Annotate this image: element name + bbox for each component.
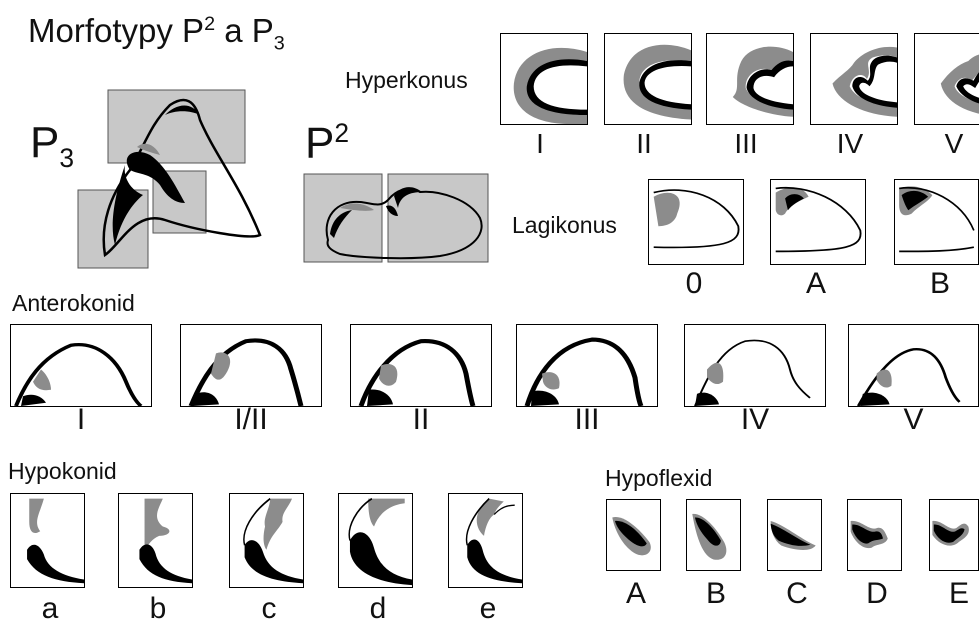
anterokonid-label: II <box>412 403 430 436</box>
p3-label: P3 <box>30 118 75 173</box>
hypokonid-morphotype-5 <box>448 493 523 588</box>
p2-tooth-overview <box>303 173 489 263</box>
hyperkonus-label: III <box>734 128 758 159</box>
hypokonid-morphotype-3 <box>229 493 304 588</box>
section-label-hypokonid: Hypokonid <box>8 458 117 484</box>
lagikonus-label: 0 <box>685 267 703 300</box>
hypoflexid-morphotype-5 <box>929 499 979 571</box>
hypoflexid-label: D <box>866 577 888 610</box>
hyperkonus-label: V <box>944 128 964 159</box>
hypokonid-label: b <box>149 592 167 625</box>
anterokonid-label: V <box>903 403 924 436</box>
section-label-lagikonus: Lagikonus <box>512 212 617 238</box>
hypokonid-label: d <box>369 592 387 625</box>
anterokonid-label: I/II <box>234 403 268 436</box>
hypokonid-morphotype-4 <box>338 493 413 588</box>
hypoflexid-morphotype-1 <box>606 499 661 571</box>
anterokonid-morphotype-1 <box>10 324 152 407</box>
anterokonid-morphotype-6 <box>848 324 979 407</box>
anterokonid-morphotype-3 <box>350 324 492 407</box>
hyperkonus-morphotype-4 <box>810 33 898 125</box>
anterokonid-morphotype-5 <box>684 324 826 407</box>
lagikonus-label: A <box>805 267 826 300</box>
lagikonus-morphotype-2 <box>770 179 866 265</box>
hypoflexid-morphotype-2 <box>686 499 741 571</box>
page-title: Morfotypy P2 a P3 <box>28 12 285 55</box>
hypoflexid-morphotype-3 <box>767 499 822 571</box>
hyperkonus-label: I <box>536 128 544 159</box>
section-label-hypoflexid: Hypoflexid <box>605 465 713 491</box>
hypokonid-label: e <box>479 592 497 625</box>
hypokonid-morphotype-1 <box>10 493 85 588</box>
hypoflexid-label: B <box>705 577 726 610</box>
anterokonid-morphotype-4 <box>516 324 658 407</box>
hypokonid-morphotype-2 <box>118 493 193 588</box>
anterokonid-morphotype-2 <box>180 324 322 407</box>
hyperkonus-label: IV <box>836 128 864 159</box>
hyperkonus-label: II <box>636 128 652 159</box>
hyperkonus-morphotype-5 <box>914 33 979 125</box>
anterokonid-label: I <box>76 403 86 436</box>
hypokonid-label: c <box>261 592 277 625</box>
hypoflexid-label: C <box>786 577 808 610</box>
hypokonid-label: a <box>41 592 59 625</box>
hyperkonus-morphotype-1 <box>500 33 588 125</box>
hypoflexid-label: A <box>625 577 646 610</box>
section-label-hyperkonus: Hyperkonus <box>345 67 468 93</box>
lagikonus-morphotype-1 <box>648 179 744 265</box>
p2-label: P2 <box>305 118 350 168</box>
hyperkonus-morphotype-3 <box>706 33 794 125</box>
hypoflexid-morphotype-4 <box>847 499 902 571</box>
section-label-anterokonid: Anterokonid <box>12 290 135 316</box>
anterokonid-label: III <box>574 403 600 436</box>
lagikonus-label: B <box>929 267 950 300</box>
lagikonus-morphotype-3 <box>894 179 979 265</box>
hyperkonus-morphotype-2 <box>604 33 692 125</box>
hypoflexid-label: E <box>948 577 969 610</box>
p3-tooth-overview <box>77 89 262 269</box>
anterokonid-label: IV <box>740 403 770 436</box>
